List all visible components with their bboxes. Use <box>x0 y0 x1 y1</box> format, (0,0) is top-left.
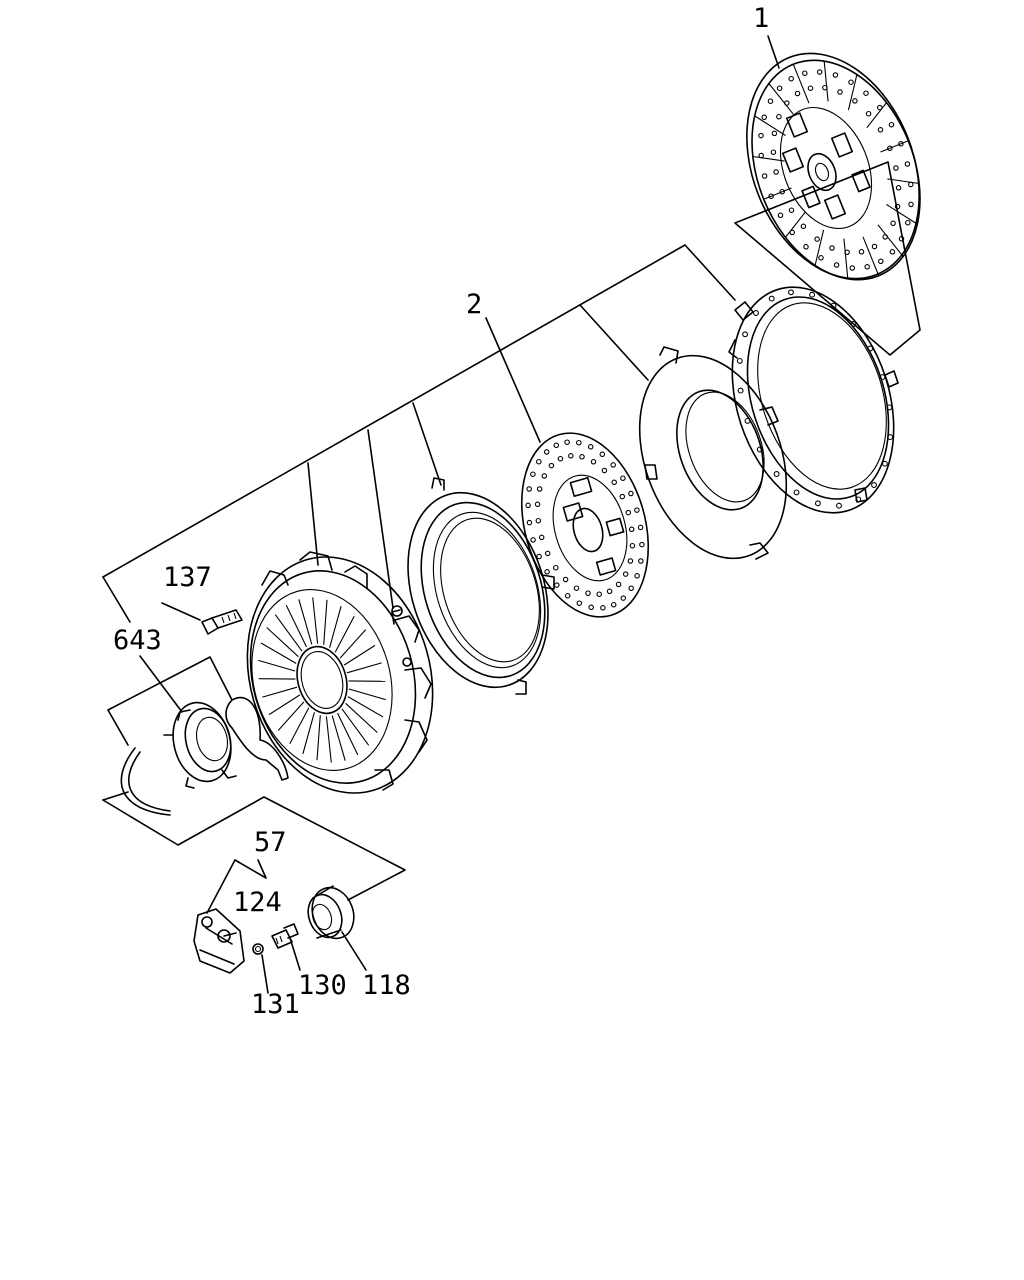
callout-130: 130 <box>298 970 347 1001</box>
callout-labels: 1 2 137 643 57 124 131 130 118 <box>113 3 769 1020</box>
clutch-cover <box>246 551 434 794</box>
spring-clip-131 <box>252 943 264 955</box>
pivot-stud-130 <box>271 923 299 949</box>
callout-124: 124 <box>233 887 282 918</box>
bolt-137 <box>201 609 243 635</box>
callout-2: 2 <box>466 289 482 320</box>
callout-1: 1 <box>753 3 769 34</box>
release-fork-57 <box>193 908 245 974</box>
pressure-plate <box>391 477 555 695</box>
retaining-clip <box>225 696 289 781</box>
pivot-ball-124 <box>217 929 231 943</box>
callout-118: 118 <box>362 970 411 1001</box>
callout-643: 643 <box>113 625 162 656</box>
part-1-clutch-disc <box>746 52 921 281</box>
disc-2-rivet-holes <box>525 439 645 611</box>
release-bearing-sleeve-643 <box>163 701 237 789</box>
flywheel-ring-holes <box>736 289 894 509</box>
release-bearing-118 <box>307 885 355 940</box>
intermediate-plate <box>638 346 788 560</box>
flywheel-ring <box>728 286 899 514</box>
callout-131: 131 <box>251 989 300 1020</box>
callout-57: 57 <box>254 827 287 858</box>
part-2-clutch-disc <box>520 432 650 618</box>
disc-1-facing-segments <box>752 61 920 279</box>
callout-137: 137 <box>163 562 212 593</box>
assembly-grouping-lines <box>102 35 921 994</box>
disc-1-rivet-holes <box>758 69 914 271</box>
diaphragm-spring-fingers <box>258 597 386 763</box>
snap-ring <box>120 747 171 816</box>
